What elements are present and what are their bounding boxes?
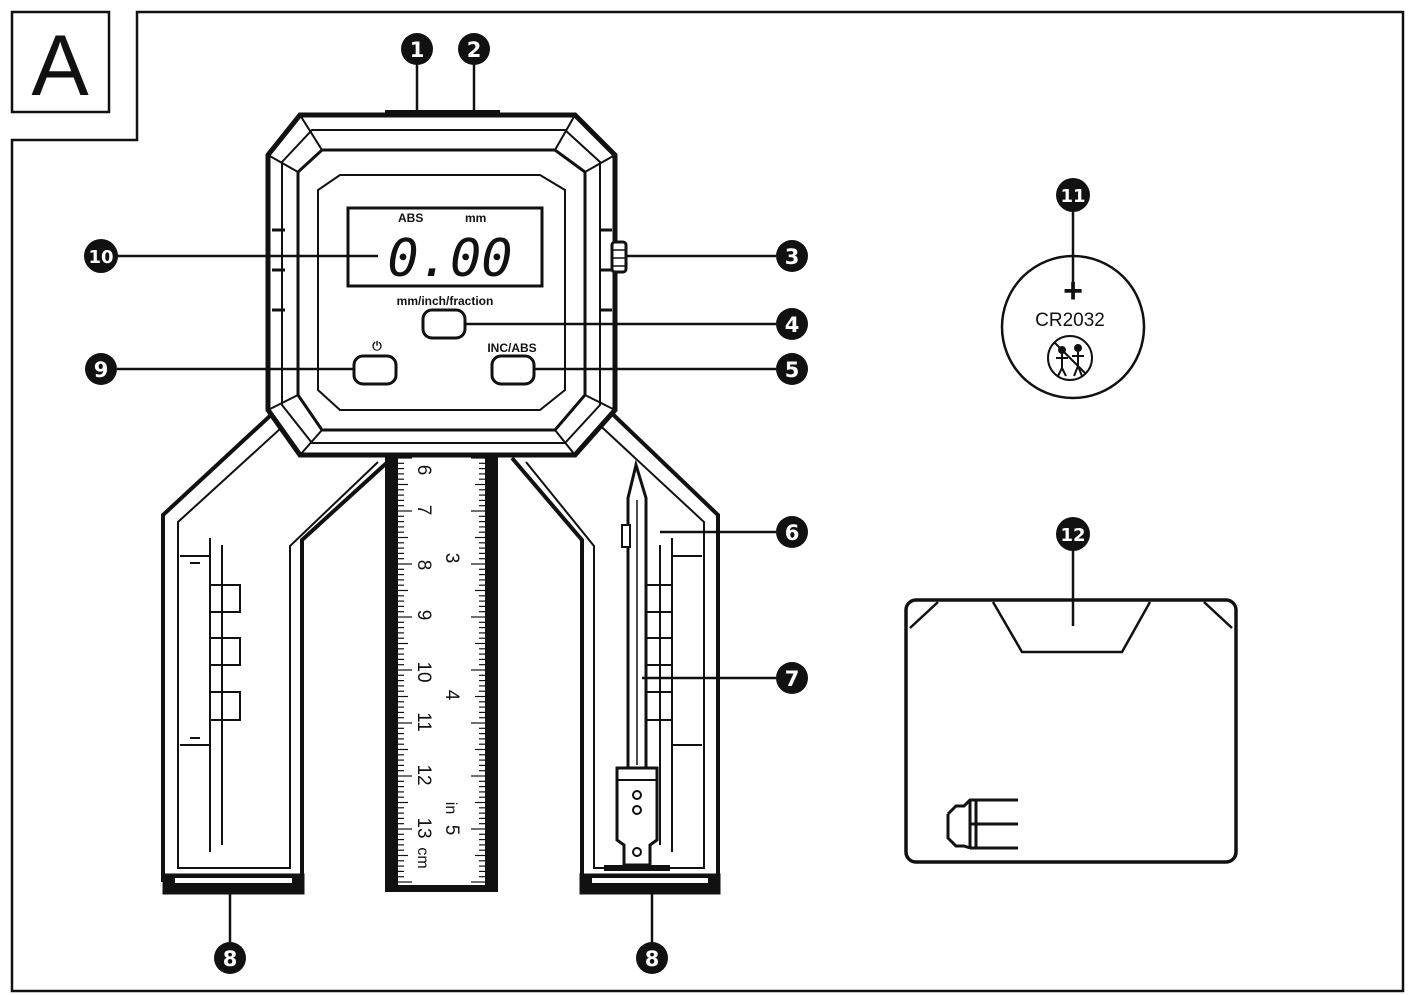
ruler-cm-labels: 6 7 8 9 10 11 12 13 cm xyxy=(413,465,434,869)
panel-letter: A xyxy=(31,18,89,114)
callout-7: 7 xyxy=(776,662,808,694)
ruler-cm-label: 6 xyxy=(413,465,434,476)
battery-model: CR2032 xyxy=(1035,310,1105,331)
ruler-cm-label: 12 xyxy=(413,764,434,785)
ruler-cm-label: 7 xyxy=(413,505,434,516)
panel-frame xyxy=(10,10,1405,993)
callout-8-right: 8 xyxy=(636,942,668,974)
lcd-reading: 0.00 xyxy=(387,229,512,289)
callout-12: 12 xyxy=(1056,517,1090,551)
battery-cell: + CR2032 xyxy=(1000,254,1146,400)
callout-2: 2 xyxy=(458,33,490,65)
callout-number: 4 xyxy=(785,313,800,337)
callout-1: 1 xyxy=(401,33,433,65)
ruler-inch-label: 3 xyxy=(441,553,462,564)
right-leg xyxy=(510,400,721,895)
callout-number: 3 xyxy=(785,245,800,269)
callout-6: 6 xyxy=(776,516,808,548)
callout-3: 3 xyxy=(776,240,808,272)
power-button[interactable] xyxy=(352,354,398,386)
inc-abs-button-label: INC/ABS xyxy=(487,341,536,355)
open-direction-icon xyxy=(946,798,1018,850)
ruler-cm-label: 8 xyxy=(413,560,434,571)
ruler-cm-label: 9 xyxy=(413,610,434,621)
ruler-cm-label: 11 xyxy=(413,712,434,732)
callout-11: 11 xyxy=(1056,178,1090,212)
depth-gauge-device: 6 7 8 9 10 11 12 13 cm 3 4 5 in xyxy=(161,110,721,895)
measuring-ruler: 6 7 8 9 10 11 12 13 cm 3 4 5 in xyxy=(385,450,498,892)
lcd-unit-indicator: mm xyxy=(465,211,486,225)
callout-number: 1 xyxy=(410,38,425,62)
callout-number: 2 xyxy=(467,38,482,62)
ruler-inch-labels: 3 4 5 in xyxy=(441,553,462,836)
battery-compartment-cover xyxy=(904,598,1238,864)
callout-badges: 1 2 3 4 5 6 7 8 8 9 10 11 12 xyxy=(84,33,1090,974)
callout-number: 6 xyxy=(785,521,800,545)
ruler-inch-label: 5 xyxy=(441,825,462,836)
callout-5: 5 xyxy=(776,353,808,385)
leader-lines xyxy=(117,62,1075,942)
callout-number: 8 xyxy=(645,947,660,971)
callout-number: 7 xyxy=(785,667,800,691)
ruler-cm-unit: cm xyxy=(414,847,431,868)
callout-8-left: 8 xyxy=(214,942,246,974)
ruler-inch-unit: in xyxy=(442,802,459,814)
callout-9: 9 xyxy=(85,353,117,385)
probe-pin xyxy=(604,459,670,871)
callout-number: 12 xyxy=(1060,525,1085,546)
lcd-display: ABS mm 0.00 xyxy=(346,206,544,289)
keep-away-from-children-icon xyxy=(1047,335,1093,381)
unit-button-label: mm/inch/fraction xyxy=(397,294,494,308)
callout-10: 10 xyxy=(84,239,118,273)
inc-abs-button[interactable] xyxy=(490,354,536,386)
callout-number: 11 xyxy=(1060,186,1085,207)
callout-number: 5 xyxy=(785,358,800,382)
power-icon: ⏻ xyxy=(372,339,382,353)
callout-number: 10 xyxy=(88,247,113,268)
callout-number: 8 xyxy=(223,947,238,971)
unit-toggle-button[interactable] xyxy=(421,308,467,340)
callout-4: 4 xyxy=(776,308,808,340)
ruler-inch-label: 4 xyxy=(441,690,462,701)
callout-number: 9 xyxy=(94,358,109,382)
ruler-cm-label: 13 xyxy=(413,817,434,838)
lcd-mode-indicator: ABS xyxy=(398,211,423,225)
left-leg xyxy=(161,400,394,895)
battery-polarity: + xyxy=(1063,272,1083,310)
ruler-cm-label: 10 xyxy=(413,661,434,682)
